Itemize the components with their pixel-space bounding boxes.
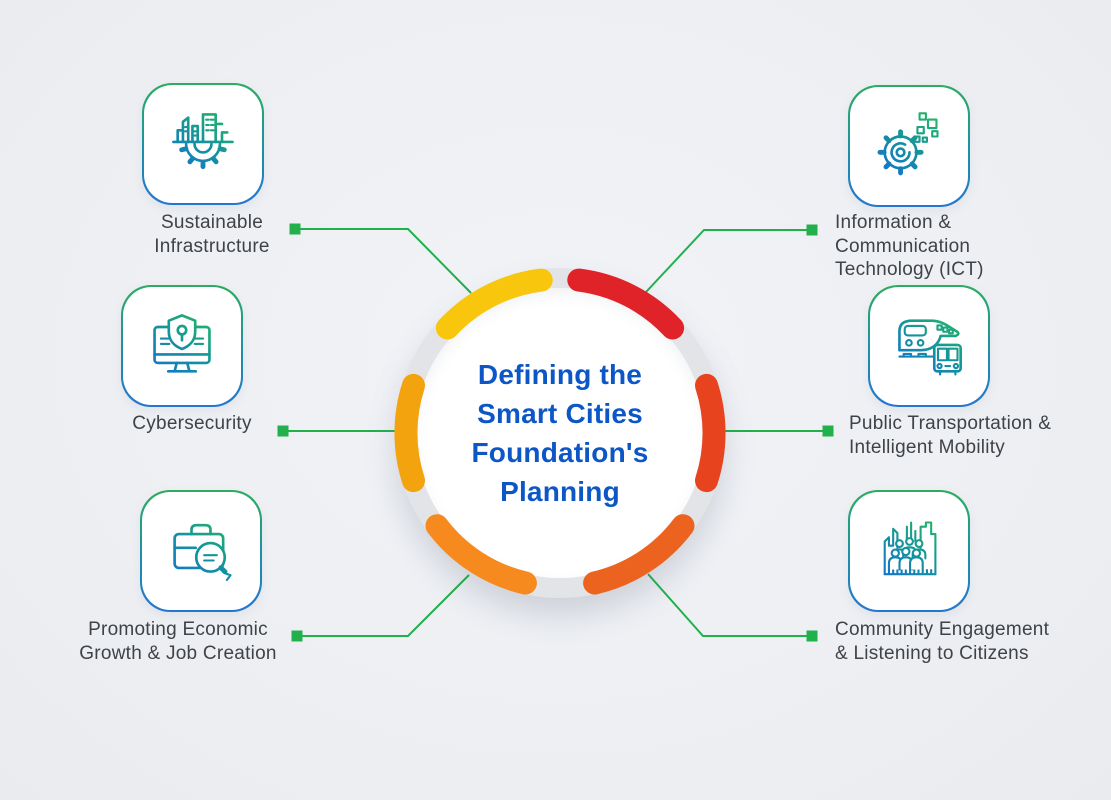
train-bus-icon bbox=[898, 319, 962, 376]
connector-endpoint-square bbox=[806, 630, 818, 642]
hub-title-line: Smart Cities bbox=[477, 398, 643, 429]
briefcase-magnifier-icon bbox=[173, 523, 232, 582]
hub-title-line: Defining the bbox=[477, 359, 643, 390]
connector-endpoint-square bbox=[806, 224, 818, 236]
label-economic-growth: Promoting Economic Growth & Job Creation bbox=[63, 618, 293, 665]
label-line: Public Transportation & bbox=[849, 413, 1052, 434]
card-transportation bbox=[868, 285, 990, 407]
label-line: Promoting Economic bbox=[88, 619, 268, 640]
card-community bbox=[848, 490, 970, 612]
label-sustainable-infrastructure: Sustainable Infrastructure bbox=[102, 211, 322, 258]
label-line: Intelligent Mobility bbox=[849, 436, 1006, 458]
label-ict: Information & Communication Technology (… bbox=[835, 211, 1065, 282]
label-line: Sustainable bbox=[160, 212, 264, 233]
label-transportation: Public Transportation & Intelligent Mobi… bbox=[849, 412, 1099, 459]
card-sustainable-infrastructure bbox=[142, 83, 264, 205]
connector-ict bbox=[645, 229, 812, 293]
label-line: Infrastructure bbox=[154, 235, 270, 257]
label-line: Communication bbox=[835, 235, 971, 257]
city-crowd-icon bbox=[883, 521, 937, 576]
connector-economic-growth bbox=[297, 574, 470, 637]
label-line: Cybersecurity bbox=[132, 413, 252, 434]
monitor-shield-lock-icon bbox=[153, 314, 211, 373]
label-line: Community Engagement bbox=[835, 619, 1050, 640]
card-ict bbox=[848, 85, 970, 207]
gear-pixels-icon bbox=[877, 112, 939, 176]
card-cybersecurity bbox=[121, 285, 243, 407]
central-hub-circle: Defining the Smart Cities Foundation's P… bbox=[395, 268, 725, 598]
label-cybersecurity: Cybersecurity bbox=[92, 412, 292, 436]
label-line: Technology (ICT) bbox=[835, 259, 984, 280]
label-line: & Listening to Citizens bbox=[835, 642, 1029, 664]
label-line: Growth & Job Creation bbox=[79, 642, 277, 664]
label-line: Information & bbox=[835, 212, 952, 233]
connector-endpoint-square bbox=[822, 425, 834, 437]
buildings-on-gear-icon bbox=[172, 113, 234, 170]
label-community: Community Engagement & Listening to Citi… bbox=[835, 618, 1085, 665]
card-economic-growth bbox=[140, 490, 262, 612]
hub-title: Defining the Smart Cities Foundation's P… bbox=[435, 355, 685, 511]
connector-community bbox=[647, 573, 812, 637]
connector-endpoint-square bbox=[291, 630, 303, 642]
hub-title-line: Foundation's bbox=[471, 437, 649, 468]
hub-title-line: Planning bbox=[500, 476, 620, 507]
